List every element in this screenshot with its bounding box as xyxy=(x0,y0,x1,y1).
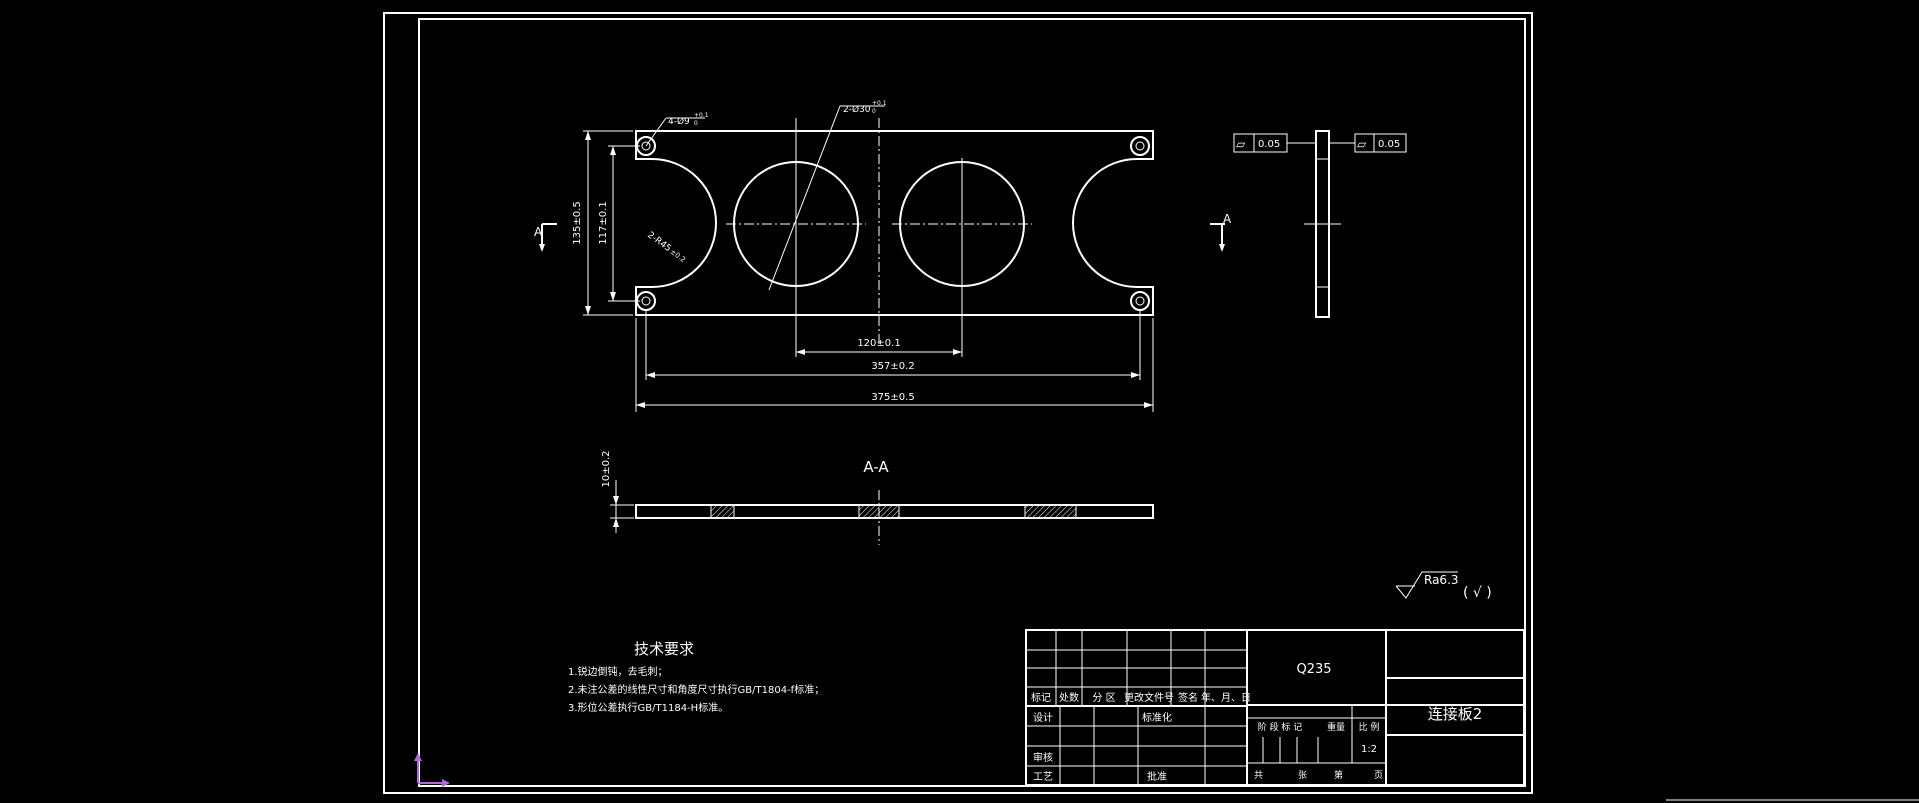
tech-requirements: 技术要求 1.锐边倒钝，去毛刺； 2.未注公差的线性尺寸和角度尺寸执行GB/T1… xyxy=(568,640,824,714)
small-hole-3 xyxy=(1130,136,1150,156)
tb-material: Q235 xyxy=(1296,662,1331,677)
tolerance-symbol-left: ▱ xyxy=(1236,137,1246,151)
outer-border xyxy=(383,12,1533,794)
tb-scale-label: 比 例 xyxy=(1359,721,1380,733)
tb-label-change: 更改文件号 xyxy=(1124,691,1174,704)
title-block: 标记 处数 分 区 更改文件号 签名 年、月、日 设计 标准化 审核 工艺 批准… xyxy=(1025,629,1525,786)
section-mark-left: A xyxy=(534,225,543,239)
tb-label-standard: 标准化 xyxy=(1142,711,1172,724)
section-mark-right: A xyxy=(1223,212,1232,226)
tb-label-design: 设计 xyxy=(1033,711,1053,724)
small-hole-4 xyxy=(1130,291,1150,311)
roughness-symbol: Ra6.3 ( √ ) xyxy=(1395,571,1492,601)
plate-outline xyxy=(635,130,1154,316)
dim-hole-small-tol-lower: 0 xyxy=(694,120,698,127)
tb-label-count: 处数 xyxy=(1059,691,1079,704)
tb-label-sign: 签名 xyxy=(1178,691,1198,704)
tb-label-date: 年、月、日 xyxy=(1201,691,1251,704)
tb-part-name: 连接板2 xyxy=(1428,705,1483,723)
tb-sheet-2: 张 xyxy=(1298,770,1307,781)
dim-hole-large: 2-Ø30 xyxy=(843,104,871,115)
section-view: A-A 10±0.2 xyxy=(601,450,1154,545)
dim-length-total: 375±0.5 xyxy=(871,392,914,403)
ucs-icon xyxy=(414,753,450,787)
front-view: 4-Ø9 +0.1 0 2-Ø30 +0.1 0 2-R45 ±0.2 135±… xyxy=(534,100,1232,412)
tb-label-approve: 批准 xyxy=(1147,770,1167,783)
dim-arc: 2-R45 xyxy=(645,230,672,254)
section-title: A-A xyxy=(863,458,889,476)
tech-item-1: 1.锐边倒钝，去毛刺； xyxy=(568,665,668,678)
dim-spacing-holes: 357±0.2 xyxy=(871,361,914,372)
tech-item-3: 3.形位公差执行GB/T1184-H标准。 xyxy=(568,701,728,714)
tech-item-2: 2.未注公差的线性尺寸和角度尺寸执行GB/T1804-f标准； xyxy=(568,683,824,696)
dim-hole-large-tol-lower: 0 xyxy=(872,108,876,115)
tolerance-symbol-right: ▱ xyxy=(1357,137,1367,151)
dim-arc-tol: ±0.2 xyxy=(668,248,686,264)
tb-sheet-3: 第 xyxy=(1334,769,1343,781)
dim-thickness: 10±0.2 xyxy=(601,450,612,487)
tb-label-zone: 分 区 xyxy=(1092,692,1115,704)
tb-scale-value: 1:2 xyxy=(1361,744,1377,755)
tech-title: 技术要求 xyxy=(634,640,694,658)
dim-hole-large-tol-upper: +0.1 xyxy=(872,100,887,107)
roughness-value: Ra6.3 xyxy=(1424,573,1459,587)
tb-label-mark: 标记 xyxy=(1031,692,1051,704)
dim-hole-small: 4-Ø9 xyxy=(668,116,690,127)
tb-weight-label: 重量 xyxy=(1327,721,1345,733)
tb-sheet-1: 共 xyxy=(1254,770,1263,781)
roughness-other: ( √ ) xyxy=(1463,585,1492,601)
tb-label-process: 工艺 xyxy=(1033,771,1053,783)
tolerance-value-right: 0.05 xyxy=(1378,139,1400,150)
side-view: ▱ 0.05 ▱ 0.05 xyxy=(1233,130,1407,318)
dim-height-outer: 135±0.5 xyxy=(572,201,583,244)
dim-spacing-center: 120±0.1 xyxy=(857,338,900,349)
tb-stage-label: 阶 段 标 记 xyxy=(1258,721,1303,733)
tb-label-review: 审核 xyxy=(1033,751,1053,764)
dim-height-inner: 117±0.1 xyxy=(598,201,609,244)
tolerance-value-left: 0.05 xyxy=(1258,139,1280,150)
inner-border xyxy=(418,18,1526,787)
tb-sheet-4: 页 xyxy=(1374,770,1383,781)
dim-hole-small-tol-upper: +0.1 xyxy=(694,112,709,119)
